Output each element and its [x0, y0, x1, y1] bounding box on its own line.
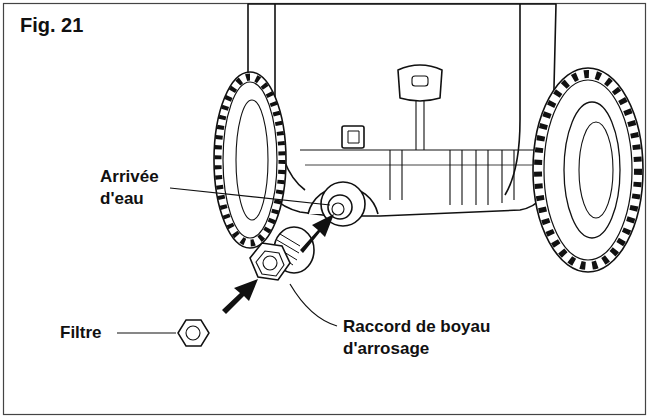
right-wheel [533, 68, 643, 272]
assembly-arrow [222, 214, 334, 314]
leader-line [117, 188, 337, 333]
filter [178, 320, 209, 346]
machine-body [248, 4, 556, 226]
part-label: Arrivée d'eau [100, 166, 182, 210]
left-wheel [214, 72, 286, 248]
hose-connector [250, 227, 314, 280]
part-label: Raccord de boyau d'arrosage [343, 316, 523, 360]
figure-frame [4, 4, 646, 415]
figure-title: Fig. 21 [20, 14, 83, 36]
part-label: Filtre [60, 322, 116, 344]
